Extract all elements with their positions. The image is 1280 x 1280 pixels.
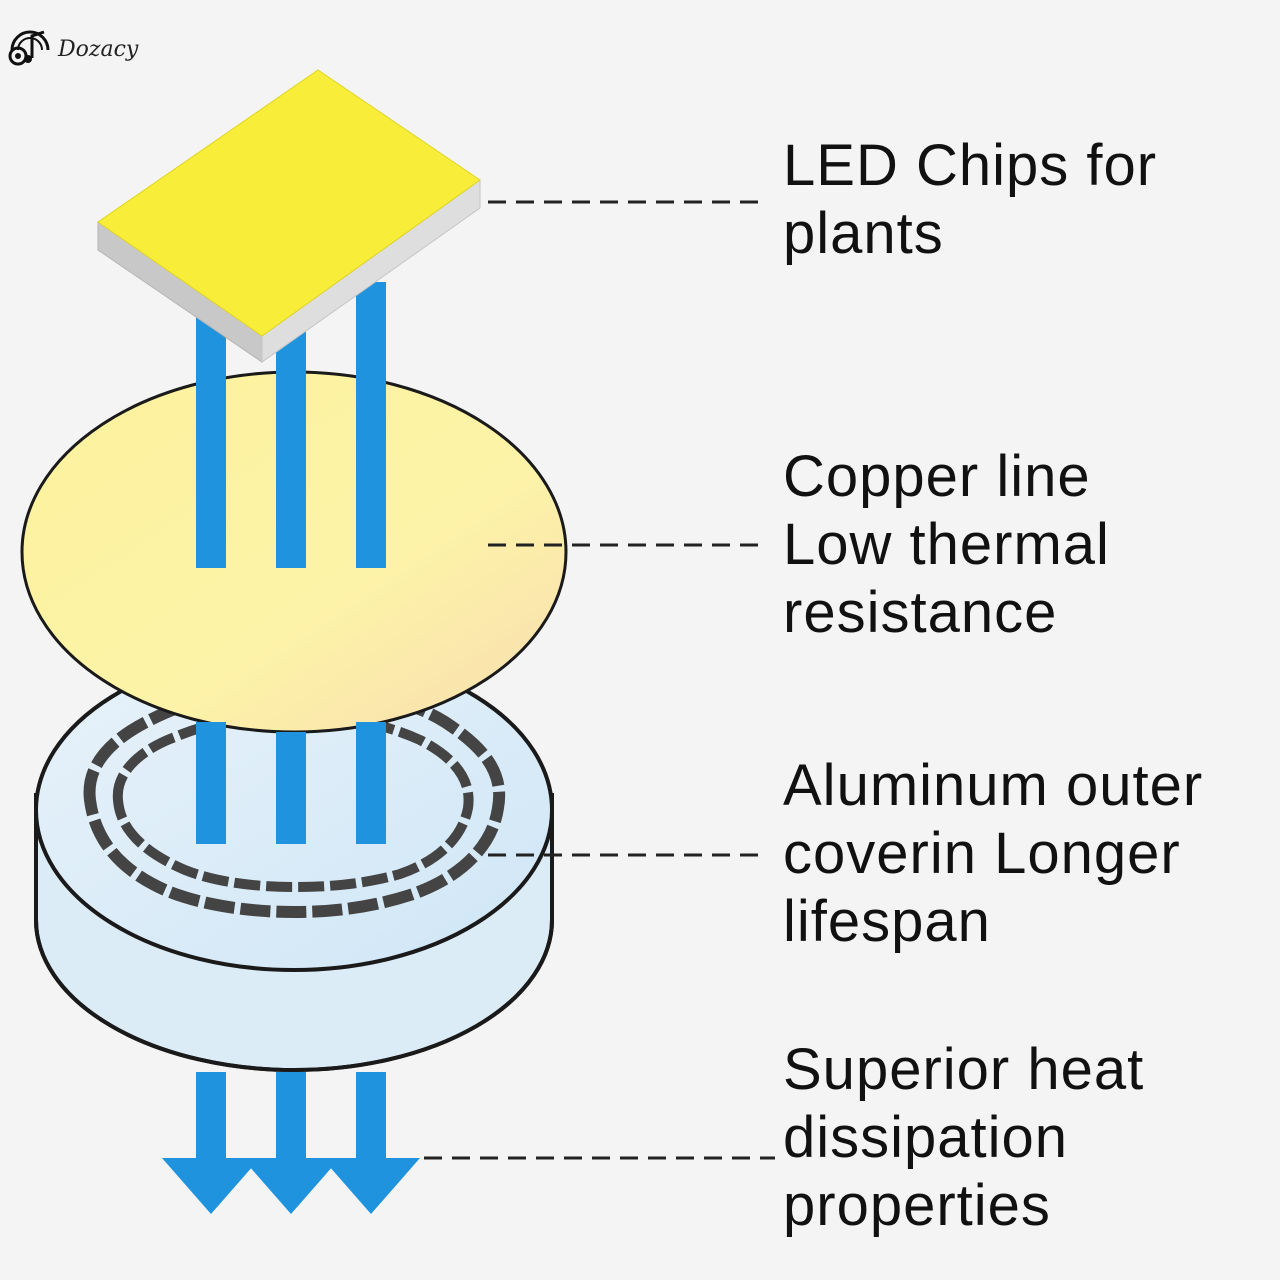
- label-alu-line2: coverin Longer: [783, 821, 1181, 886]
- label-alu-line3: lifespan: [783, 889, 991, 954]
- label-heat-line1: Superior heat: [783, 1037, 1145, 1102]
- label-copper-line: Copper line Low thermal resistance: [783, 443, 1110, 647]
- heat-arrow-head: [322, 1158, 420, 1214]
- heat-arrow-shaft: [276, 1072, 306, 1162]
- heat-dissipation-arrows: [162, 1072, 420, 1214]
- heat-arrow-shaft: [196, 1072, 226, 1162]
- label-led-line2: plants: [783, 201, 944, 266]
- label-aluminum-cover: Aluminum outer coverin Longer lifespan: [783, 752, 1203, 956]
- heat-arrow-head: [162, 1158, 260, 1214]
- label-copper-line3: resistance: [783, 580, 1058, 645]
- label-led-line1: LED Chips for: [783, 133, 1158, 198]
- heat-arrow-head: [242, 1158, 340, 1214]
- label-alu-line1: Aluminum outer: [783, 753, 1204, 818]
- headphones-music-note-icon: [8, 30, 50, 66]
- heat-transfer-rods: [196, 282, 386, 844]
- label-copper-line1: Copper line: [783, 444, 1091, 509]
- label-heat-line2: dissipation: [783, 1105, 1069, 1170]
- heat-arrow-shaft: [356, 1072, 386, 1162]
- leader-lines: [424, 200, 775, 1160]
- label-heat-line3: properties: [783, 1173, 1051, 1238]
- label-copper-line2: Low thermal: [783, 512, 1110, 577]
- label-led-chips: LED Chips for plants: [783, 132, 1157, 268]
- brand-logo: Dozacy: [4, 10, 138, 70]
- brand-name: Dozacy: [58, 36, 139, 62]
- label-heat-dissipation: Superior heat dissipation properties: [783, 1036, 1144, 1240]
- led-chip: [97, 69, 481, 363]
